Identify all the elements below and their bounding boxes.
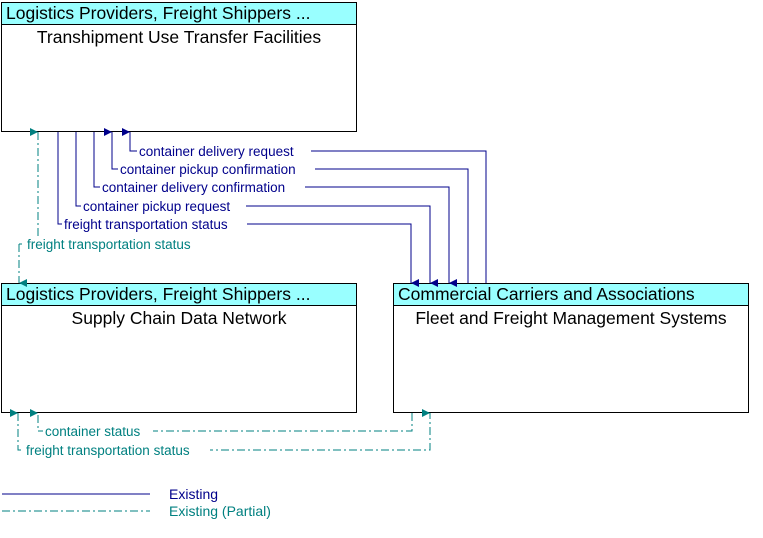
flow-container-pickup-request[interactable]: container pickup request [75, 132, 438, 287]
legend-partial-label: Existing (Partial) [169, 503, 271, 519]
flow-label: container pickup request [83, 199, 230, 214]
flow-label: freight transportation status [26, 443, 190, 458]
node-transhipment-use-transfer-facilities[interactable]: Logistics Providers, Freight Shippers ..… [1, 2, 357, 132]
flow-label: container status [45, 424, 141, 439]
flow-container-delivery-confirmation[interactable]: container delivery confirmation [93, 132, 457, 287]
node-name-label: Supply Chain Data Network [71, 308, 287, 328]
flow-container-delivery-request[interactable]: container delivery request [122, 128, 487, 283]
node-owner-label: Commercial Carriers and Associations [394, 284, 748, 306]
node-owner-label: Logistics Providers, Freight Shippers ..… [2, 3, 356, 25]
flow-label: container delivery request [139, 144, 294, 159]
node-owner-label: Logistics Providers, Freight Shippers ..… [2, 284, 356, 306]
flow-label: container pickup confirmation [120, 162, 296, 177]
flow-freight-transportation-status-ffms-scdn[interactable]: freight transportation status [10, 409, 431, 458]
flow-label: container delivery confirmation [102, 180, 285, 195]
flow-label: freight transportation status [64, 217, 228, 232]
node-name-label: Transhipment Use Transfer Facilities [36, 27, 322, 47]
flow-container-status[interactable]: container status [30, 409, 413, 439]
flow-freight-transportation-status-scdn-tutf[interactable]: freight transportation status [18, 128, 210, 287]
flow-container-pickup-confirmation[interactable]: container pickup confirmation [104, 128, 469, 283]
legend-existing-label: Existing [169, 486, 218, 502]
flow-label: freight transportation status [27, 237, 191, 252]
node-name-label: Fleet and Freight Management Systems [415, 308, 727, 328]
legend: Existing Existing (Partial) [2, 486, 271, 519]
node-fleet-and-freight-management-systems[interactable]: Commercial Carriers and Associations Fle… [393, 283, 749, 413]
flow-freight-transportation-status-to-fleet[interactable]: freight transportation status [57, 132, 419, 287]
